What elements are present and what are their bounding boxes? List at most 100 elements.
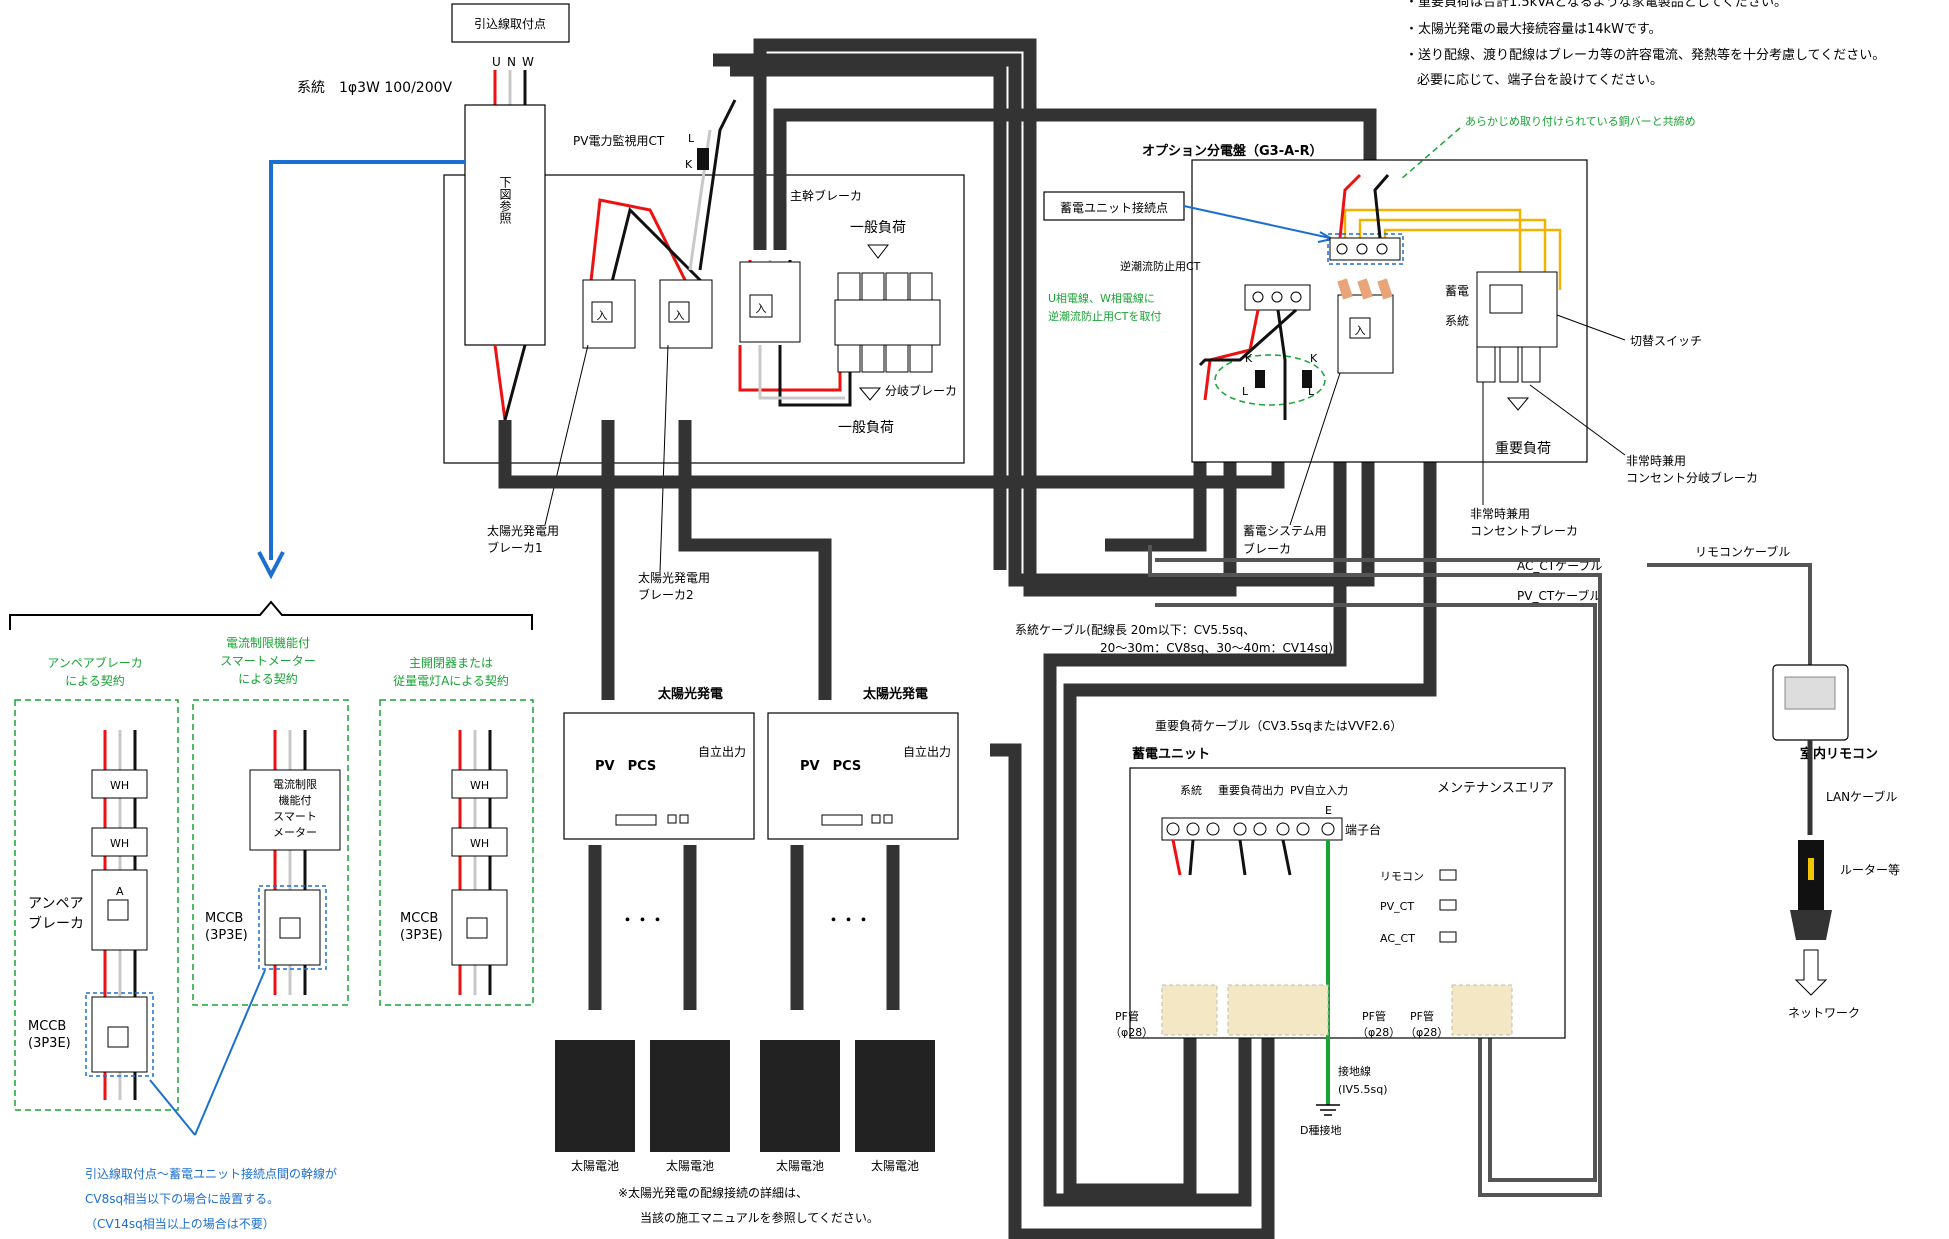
storage-breaker-label-1: 蓄電システム用 (1243, 524, 1327, 538)
router-label: ルーター等 (1840, 863, 1900, 877)
branch-breaker-label: 分岐ブレーカ (885, 383, 957, 398)
smart-label-3: スマート (273, 810, 317, 823)
ampere-label-2: ブレーカ (28, 915, 84, 932)
emergency-branch-2: コンセント分岐ブレーカ (1626, 470, 1758, 485)
mccb-label-3: MCCB (400, 911, 438, 926)
battery-connect-box (1043, 191, 1185, 221)
pv-ct (697, 148, 709, 170)
contract2-title-a: 電流制限機能付 (226, 635, 310, 650)
ct-k-2: K (1310, 352, 1318, 365)
mccb-label-1: MCCB (28, 1019, 66, 1034)
main-breaker: 入 (739, 261, 801, 343)
pv-ct-l: L (688, 132, 695, 145)
service-point: 引込線取付点 U N W 系統 1φ3W 100/200V (297, 3, 570, 105)
breaker-mark: 入 (756, 302, 767, 315)
pv-system-2: 太陽光発電 PV PCS 自立出力 ・・・ 太陽電池 太陽電池 (760, 686, 959, 1173)
see-below-box (464, 104, 546, 346)
pv-title-1: 太陽光発電 (657, 686, 723, 702)
emergency-branch-1: 非常時兼用 (1626, 454, 1686, 468)
general-load-top: 一般負荷 (850, 220, 906, 236)
option-panel-title: オプション分電盤（G3-A-R） (1142, 143, 1323, 159)
contract-ampere: アンペアブレーカ による契約 WH WH A アンペア ブレーカ MCCB (3… (14, 655, 179, 1111)
pv-system-1: 太陽光発電 PV PCS 自立出力 ・・・ 太陽電池 太陽電池 (555, 686, 755, 1173)
battery-terminal-block (1161, 817, 1343, 841)
switch-label: 切替スイッチ (1630, 334, 1702, 348)
mccb-type-1: (3P3E) (28, 1036, 71, 1051)
bottom-note-1: 引込線取付点～蓄電ユニット接続点間の幹線が (85, 1166, 337, 1181)
contract-smart-meter: 電流制限機能付 スマートメーター による契約 電流制限 機能付 スマート メータ… (192, 635, 349, 1006)
pv-breaker1-label-b: ブレーカ1 (487, 540, 543, 555)
note-line-4: 必要に応じて、端子台を設けてください。 (1417, 72, 1663, 88)
note-line-2: ・太陽光発電の最大接続容量は14kWです。 (1405, 21, 1662, 37)
battery-connect-terminal (1327, 233, 1404, 265)
contract1-title-b: による契約 (65, 673, 125, 688)
emergency-outlet-1: 非常時兼用 (1470, 507, 1530, 521)
wh-2: WH (110, 837, 129, 850)
solar-cell-2a: 太陽電池 (776, 1158, 824, 1173)
wh-4: WH (470, 837, 489, 850)
uw-note-1: U相電線、W相電線に (1048, 291, 1155, 305)
remote-cable-label: リモコンケーブル (1695, 544, 1790, 559)
solar-cell-2b: 太陽電池 (871, 1158, 919, 1173)
phase-u: U (492, 55, 501, 69)
pv-pcs-2 (767, 712, 959, 840)
battery-connect-label: 蓄電ユニット接続点 (1060, 200, 1168, 215)
phase-w: W (522, 55, 534, 69)
breaker-mark: 入 (1355, 324, 1366, 337)
smart-label-1: 電流制限 (273, 777, 317, 791)
breaker-mark: 入 (674, 309, 685, 322)
mccb-label-2: MCCB (205, 911, 243, 926)
reverse-ct-terminal (1244, 284, 1311, 311)
pv-title-2: 太陽光発電 (862, 686, 928, 702)
battery-remote-label: リモコン (1380, 870, 1424, 883)
self-output-2: 自立出力 (903, 744, 951, 759)
note-line-3: ・送り配線、渡り配線はブレーカ等の許容電流、発熱等を十分考慮してください。 (1405, 47, 1885, 63)
terminal-e-label: E (1325, 804, 1332, 817)
system-label: 系統 1φ3W 100/200V (297, 80, 453, 96)
terminal-label: 端子台 (1345, 822, 1381, 837)
contract2-title-c: による契約 (238, 671, 298, 686)
pf-pipe-label-3: PF管 (1410, 1009, 1434, 1023)
pv-breaker-1: 入 (582, 279, 636, 349)
smart-label-4: メーター (273, 826, 317, 839)
pv-ct-cable-label: PV_CTケーブル (1517, 588, 1601, 603)
main-breaker-label: 主幹ブレーカ (790, 188, 862, 203)
pf-pipe-label-1: PF管 (1115, 1009, 1139, 1023)
pv-pcs-label-1: PV PCS (595, 759, 656, 774)
maintenance-area-label: メンテナンスエリア (1437, 781, 1554, 796)
network-label: ネットワーク (1788, 1006, 1860, 1020)
pf-pipe-label-2: PF管 (1362, 1009, 1386, 1023)
emergency-outlet-2: コンセントブレーカ (1470, 523, 1578, 538)
pv-dots-1: ・・・ (620, 911, 665, 929)
pf-pipe-3 (1451, 984, 1513, 1036)
pf-size-1: （φ28） (1110, 1026, 1153, 1039)
terminal-pv-label: PV自立入力 (1290, 783, 1348, 797)
storage-label: 蓄電 (1445, 284, 1469, 298)
ct-highlight (1214, 354, 1326, 406)
service-point-box (451, 3, 570, 43)
transfer-switch (1476, 271, 1558, 383)
see-below-label: 下図参照 (498, 176, 512, 225)
ct-l-2: L (1308, 385, 1315, 398)
mccb-type-3: (3P3E) (400, 928, 443, 943)
pv-breaker-2: 入 (659, 279, 713, 349)
reverse-ct-label: 逆潮流防止用CT (1120, 259, 1201, 273)
terminal-important-label: 重要負荷出力 (1218, 783, 1284, 797)
contract3-title-b: 従量電灯Aによる契約 (393, 673, 509, 688)
pf-pipe-1 (1161, 984, 1218, 1036)
copper-bar-note: あらかじめ取り付けられている銅バーと共締め (1465, 114, 1696, 128)
battery-acct-label: AC_CT (1380, 932, 1415, 945)
bottom-note-2: CV8sq相当以下の場合に設置する。 (85, 1191, 279, 1206)
earth-icon (1316, 1104, 1340, 1116)
ampere-label-1: アンペア (28, 896, 83, 912)
grid-cable-label-2: 20～30m：CV8sq、30～40m：CV14sq) (1100, 641, 1333, 655)
battery-unit-title: 蓄電ユニット (1132, 746, 1210, 762)
solar-panel-1a (555, 1040, 635, 1152)
pf-size-2: （φ28） (1357, 1026, 1400, 1039)
solar-panel-1b (650, 1040, 730, 1152)
wh-1: WH (110, 779, 129, 792)
branch-breaker-block (834, 272, 941, 373)
lan-cable-label: LANケーブル (1826, 789, 1897, 804)
pv-breaker2-label-b: ブレーカ2 (638, 587, 694, 602)
